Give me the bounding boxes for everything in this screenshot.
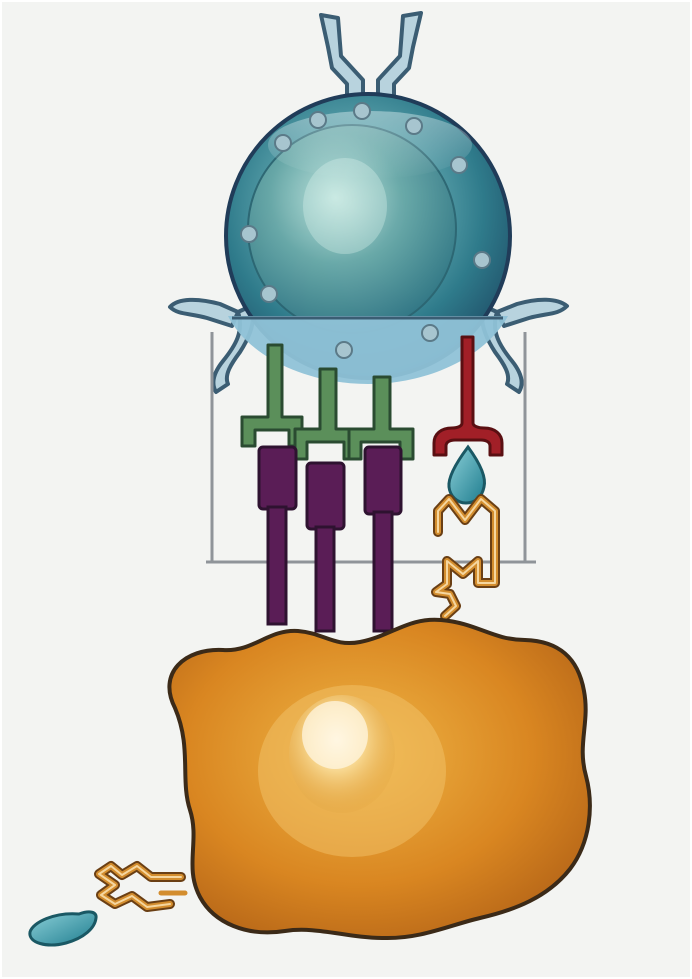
bottom-signal-drop — [30, 912, 96, 945]
bottom-connector — [99, 866, 185, 907]
purple-receptors — [259, 447, 401, 631]
bottom-cell — [169, 620, 589, 938]
orange-connector — [436, 499, 495, 616]
